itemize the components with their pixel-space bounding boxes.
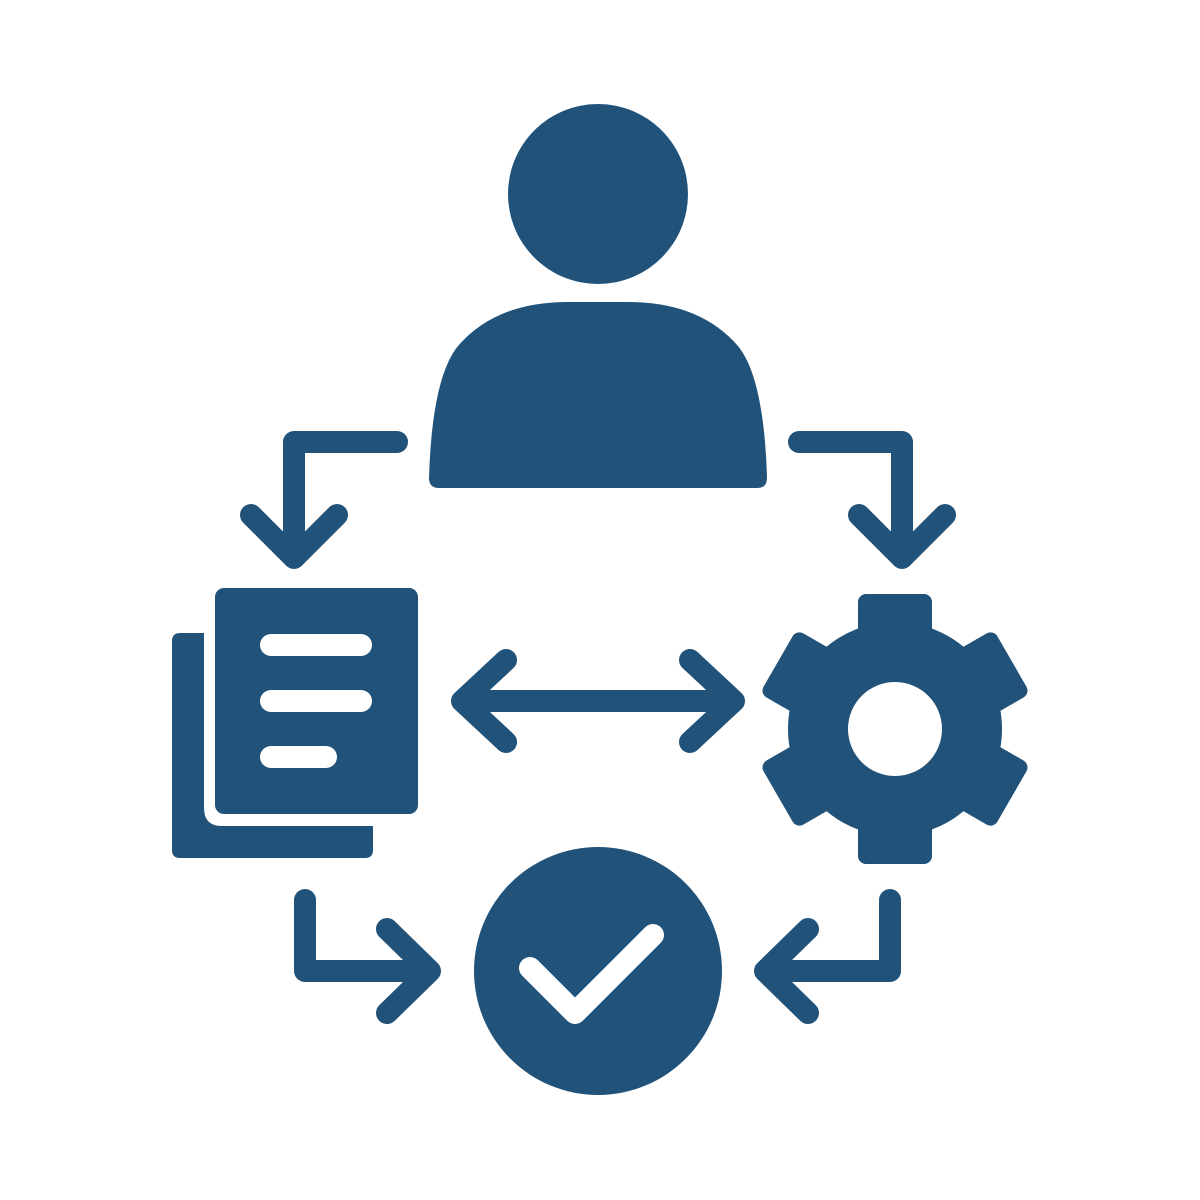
arrow-document-gear-bidirectional	[451, 649, 745, 753]
arrow-document-to-check	[294, 889, 441, 1024]
user-icon	[429, 104, 767, 488]
document-icon	[172, 588, 418, 858]
arrow-user-to-gear	[788, 431, 956, 569]
gear-icon	[762, 594, 1028, 864]
arrow-gear-to-check	[754, 889, 901, 1024]
arrow-user-to-document	[240, 431, 408, 569]
checkmark-circle-icon	[474, 847, 722, 1095]
